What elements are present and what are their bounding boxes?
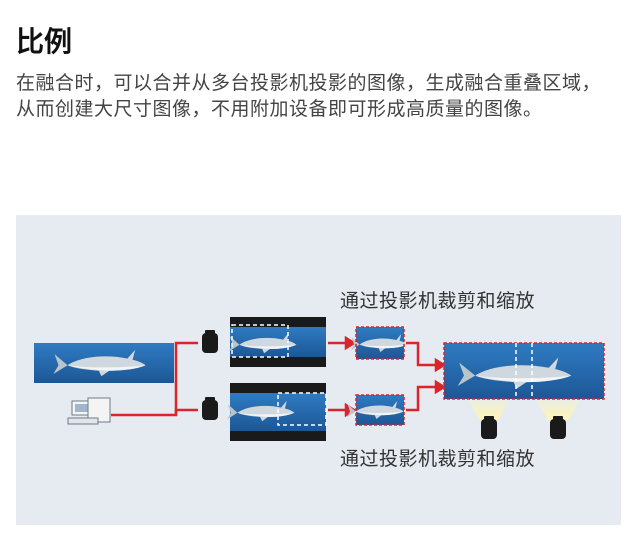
blending-diagram: 通过投影机裁剪和缩放 通过投影机裁剪和缩放 bbox=[16, 215, 621, 525]
top-process-label: 通过投影机裁剪和缩放 bbox=[340, 289, 535, 313]
projector-icon bbox=[550, 416, 566, 439]
blended-output-image bbox=[444, 343, 604, 399]
top-input-frame bbox=[229, 317, 326, 367]
projector-icon bbox=[202, 330, 218, 353]
projector-icon bbox=[481, 416, 497, 439]
page-title: 比例 bbox=[16, 24, 72, 60]
source-image bbox=[34, 343, 174, 383]
top-cropped-image bbox=[351, 327, 408, 359]
computer-icon bbox=[68, 398, 110, 424]
bottom-cropped-image bbox=[347, 395, 404, 425]
bottom-input-frame bbox=[227, 383, 326, 441]
projector-icon bbox=[202, 397, 218, 420]
bottom-process-label: 通过投影机裁剪和缩放 bbox=[340, 447, 535, 471]
page-description: 在融合时，可以合并从多台投影机投影的图像，生成融合重叠区域，从而创建大尺寸图像，… bbox=[16, 70, 616, 122]
diagram-canvas bbox=[16, 215, 621, 525]
